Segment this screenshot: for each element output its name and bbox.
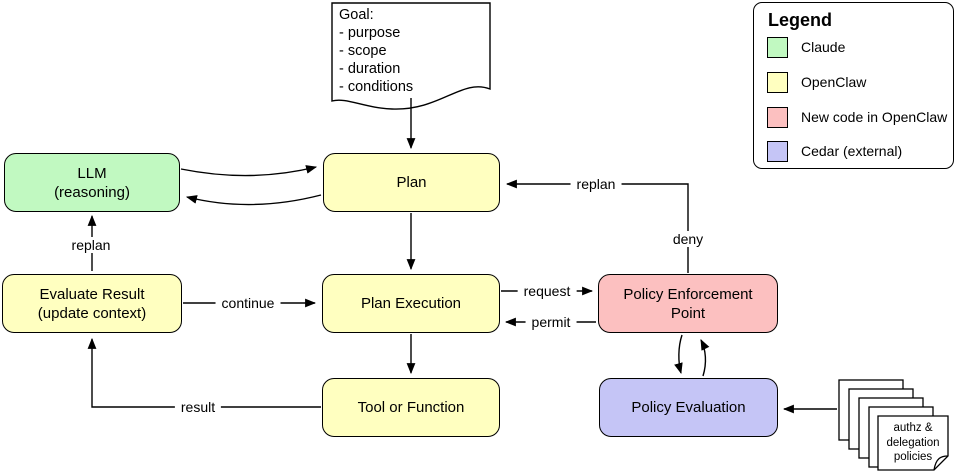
legend-label-cedar: Cedar (external) bbox=[801, 143, 903, 159]
goal-title: Goal: bbox=[339, 7, 374, 23]
edge-label-replan-left: replan bbox=[65, 237, 117, 253]
arrow-llm-to-plan bbox=[180, 165, 318, 177]
edge-label-continue: continue bbox=[215, 295, 281, 311]
node-plan-execution-label: Plan Execution bbox=[360, 295, 462, 312]
edge-label-deny: deny bbox=[666, 231, 710, 247]
legend: Legend Claude OpenClaw New code in OpenC… bbox=[753, 2, 954, 169]
policy-sheet-front bbox=[877, 415, 949, 471]
arrow-pep-to-evaluation bbox=[674, 334, 683, 375]
policies-stack bbox=[838, 379, 949, 471]
goal-document: Goal: - purpose - scope - duration - con… bbox=[339, 6, 413, 96]
node-tool-or-function: Tool or Function bbox=[322, 378, 500, 437]
legend-title: Legend bbox=[768, 10, 833, 30]
edge-label-request: request bbox=[517, 283, 577, 299]
node-plan-label: Plan bbox=[396, 174, 427, 191]
node-policy-evaluation: Policy Evaluation bbox=[599, 378, 778, 437]
node-pep-label: Policy Enforcement bbox=[623, 285, 753, 303]
edge-label-permit: permit bbox=[525, 314, 577, 330]
legend-swatch-new-code bbox=[767, 107, 788, 128]
arrow-plan-to-llm bbox=[185, 194, 322, 206]
policies-line: policies bbox=[893, 451, 933, 463]
node-pep-sublabel: Point bbox=[670, 304, 706, 322]
node-plan-execution: Plan Execution bbox=[322, 274, 500, 333]
legend-label-openclaw: OpenClaw bbox=[801, 74, 867, 90]
legend-swatch-claude bbox=[767, 37, 788, 58]
goal-item: - conditions bbox=[339, 79, 414, 95]
node-llm-label: LLM bbox=[77, 164, 107, 182]
node-evaluate-result: Evaluate Result (update context) bbox=[2, 274, 182, 333]
edge-label-replan-right: replan bbox=[570, 176, 622, 192]
node-policy-enforcement-point: Policy Enforcement Point bbox=[598, 274, 778, 333]
legend-label-new-code: New code in OpenClaw bbox=[801, 109, 948, 125]
node-plan: Plan bbox=[323, 153, 500, 212]
node-llm-sublabel: (reasoning) bbox=[54, 183, 130, 201]
arrows bbox=[87, 98, 837, 414]
legend-swatch-openclaw bbox=[767, 72, 788, 93]
edge-label-result: result bbox=[174, 399, 222, 415]
policies-line: authz & bbox=[893, 422, 933, 434]
goal-document-shape bbox=[331, 2, 491, 110]
policy-sheet-fold bbox=[933, 455, 949, 471]
node-policy-evaluation-label: Policy Evaluation bbox=[631, 399, 746, 416]
node-evaluate-result-label: Evaluate Result bbox=[39, 285, 145, 303]
policies-document-text: authz & delegation policies bbox=[879, 421, 947, 465]
goal-item: - duration bbox=[339, 61, 401, 77]
legend-label-claude: Claude bbox=[801, 39, 846, 55]
node-tool-or-function-label: Tool or Function bbox=[357, 399, 465, 416]
legend-swatch-cedar bbox=[767, 141, 788, 162]
arrow-deny-replan bbox=[505, 179, 689, 273]
policies-line: delegation bbox=[886, 436, 940, 449]
node-evaluate-result-sublabel: (update context) bbox=[37, 304, 147, 322]
node-llm: LLM (reasoning) bbox=[4, 153, 180, 212]
arrow-result bbox=[87, 337, 321, 408]
goal-item: - scope bbox=[339, 43, 387, 59]
arrow-evaluation-to-pep bbox=[700, 339, 710, 377]
goal-item: - purpose bbox=[339, 25, 401, 41]
